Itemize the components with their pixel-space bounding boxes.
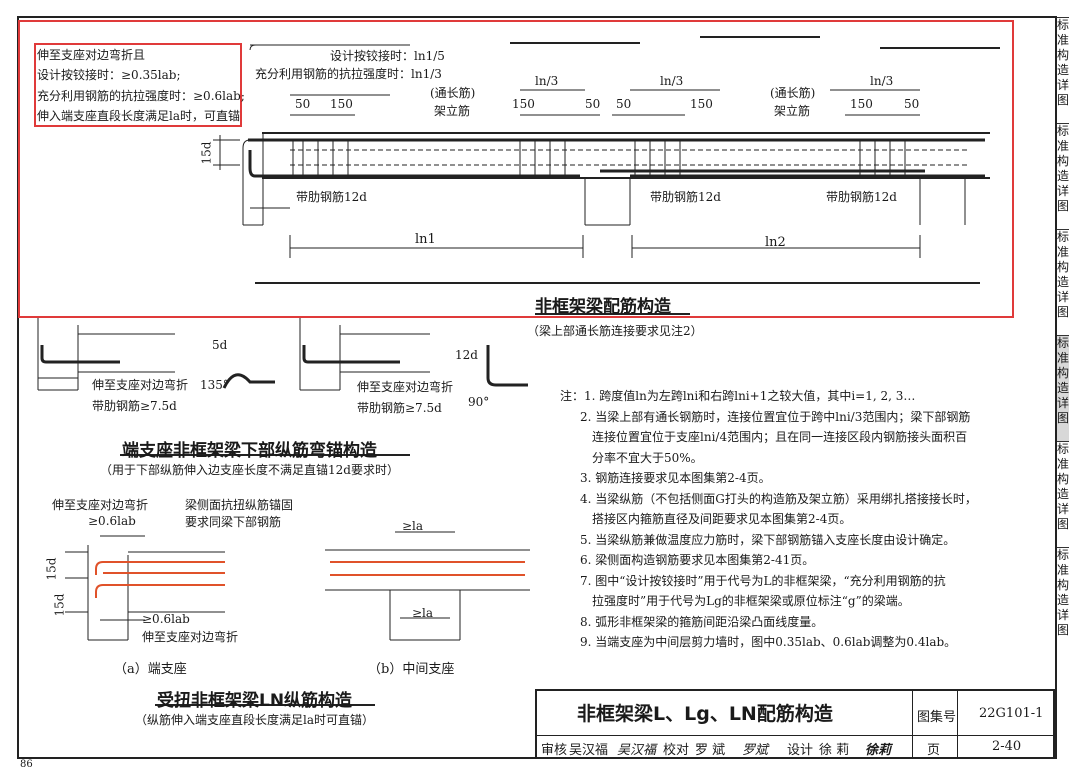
dim-150-a: 150 — [330, 97, 353, 111]
ribbed-bar-label-1: 带肋钢筋12d — [296, 190, 367, 204]
design-hinged-label: 设计按铰接时：ln1/5 — [330, 49, 445, 63]
note-line: 6. 梁侧面构造钢筋要求见本图集第2-41页。 — [580, 553, 815, 567]
review-label: 审核 — [541, 743, 568, 758]
dim-150-d: 150 — [850, 97, 873, 111]
note-line: 2. 当梁上部有通长钢筋时，连接位置宜位于跨中lni/3范围内；梁下部钢筋 — [580, 409, 971, 424]
end-left-note-2: 带肋钢筋≥7.5d — [92, 399, 177, 413]
end-90-label: 90° — [468, 395, 490, 409]
end-left-note-1: 伸至支座对边弯折 — [92, 378, 189, 392]
note-line: 9. 当端支座为中间层剪力墙时，图中0.35lab、0.6lab调整为0.4la… — [580, 635, 957, 649]
tb-divider-v1 — [912, 691, 913, 757]
ln3-label-3: ln/3 — [870, 74, 894, 88]
side-tabs: 标准构造详图 标准构造详图 标准构造详图 标准构造详图 标准构造详图 标准构造详… — [1057, 17, 1069, 657]
nonframe-beam-subtitle: （梁上部通长筋连接要求见注2） — [527, 324, 703, 338]
end-5d-label: 5d — [212, 338, 228, 352]
dim-150-b: 150 — [512, 97, 535, 111]
note-line: 搭接区内箍筋直径及间距要求见本图集第2-4页。 — [592, 512, 852, 526]
atlas-number: 22G101-1 — [979, 706, 1044, 721]
page-label: 页 — [927, 743, 941, 758]
torsion-b-label: （b）中间支座 — [368, 662, 455, 677]
torsion-la-top: ≥la — [402, 519, 424, 533]
ribbed-bar-label-3: 带肋钢筋12d — [826, 190, 897, 204]
end-support-subtitle: （用于下部纵筋伸入边支座长度不满足直锚12d要求时） — [100, 463, 399, 477]
note-line: 7. 图中“设计按铰接时”用于代号为L的非框架梁，“充分利用钢筋的抗 — [580, 573, 946, 588]
note-line: 8. 弧形非框架梁的箍筋间距沿梁凸面线度量。 — [580, 614, 824, 629]
note-line: 连接位置宜位于支座lni/4范围内；且在同一连接区段内钢筋接头面积百 — [592, 430, 968, 444]
note-line: 5. 当梁纵筋兼做温度应力筋时，梁下部钢筋锚入支座长度由设计确定。 — [580, 532, 956, 547]
dim-50-d: 50 — [904, 97, 920, 111]
anchor-note-box — [34, 43, 242, 127]
through-bar-label-1: (通长筋) — [430, 86, 476, 100]
end-135-label: 135° — [200, 378, 229, 392]
end-12d-label: 12d — [455, 348, 478, 362]
anchor-note-line-2: 设计按铰接时：≥0.35lab; — [37, 68, 181, 82]
torsion-la-bottom: ≥la — [412, 606, 434, 620]
frame-left — [17, 16, 19, 758]
reviewer-name: 吴汉福 — [569, 743, 609, 758]
anchor-note-line-3: 充分利用钢筋的抗拉强度时：≥0.6lab; — [37, 89, 245, 103]
through-bar-label-2: (通长筋) — [770, 86, 816, 100]
dim-50-a: 50 — [295, 97, 311, 111]
torsion-bottom-val: ≥0.6lab — [142, 612, 190, 626]
side-tab[interactable]: 标准构造详图 — [1057, 547, 1069, 655]
span-ln2-label: ln2 — [765, 235, 786, 250]
checker-name: 罗 斌 — [695, 743, 726, 758]
page-number: 2-40 — [992, 739, 1022, 754]
torsion-top-val: ≥0.6lab — [88, 514, 136, 528]
full-strength-label: 充分利用钢筋的抗拉强度时：ln1/3 — [255, 67, 442, 81]
ln3-label-2: ln/3 — [660, 74, 684, 88]
reviewer-signature: 吴汉福 — [617, 743, 657, 758]
torsion-title: 受扭非框架梁LN纵筋构造 — [157, 691, 353, 711]
torsion-15d-b: 15d — [52, 593, 67, 617]
ribbed-bar-label-2: 带肋钢筋12d — [650, 190, 721, 204]
torsion-side-note-1: 梁侧面抗扭纵筋锚固 — [185, 498, 294, 512]
check-label: 校对 — [663, 743, 690, 758]
side-tab[interactable]: 标准构造详图 — [1057, 441, 1069, 547]
anchor-note-line-4: 伸入端支座直段长度满足la时，可直锚 — [37, 109, 240, 123]
design-label: 设计 — [787, 743, 814, 758]
end-support-title: 端支座非框架梁下部纵筋弯锚构造 — [122, 441, 377, 461]
note-line: 3. 钢筋连接要求见本图集第2-4页。 — [580, 471, 771, 485]
torsion-top-note: 伸至支座对边弯折 — [52, 498, 149, 512]
corner-page-number: 86 — [20, 759, 33, 770]
checker-signature: 罗斌 — [742, 743, 769, 758]
dim-50-b: 50 — [585, 97, 601, 111]
notes-block: 注：1. 跨度值ln为左跨lni和右跨lni+1之较大值，其中i=1, 2, 3… — [560, 386, 1040, 653]
note-line: 4. 当梁纵筋（不包括侧面G打头的构造筋及架立筋）采用绑扎搭接接长时， — [580, 491, 977, 506]
side-tab[interactable]: 标准构造详图 — [1057, 123, 1069, 229]
side-tab[interactable]: 标准构造详图 — [1057, 229, 1069, 335]
erection-bar-label-2: 架立筋 — [774, 104, 811, 118]
designer-signature: 徐莉 — [865, 743, 892, 758]
note-line: 拉强度时”用于代号为Lg的非框架梁或原位标注“g”的梁端。 — [592, 594, 910, 608]
frame-right — [1055, 16, 1057, 758]
torsion-a-label: （a）端支座 — [114, 662, 187, 677]
side-tab-active[interactable]: 标准构造详图 — [1057, 335, 1069, 441]
note-line: 注：1. 跨度值ln为左跨lni和右跨lni+1之较大值，其中i=1, 2, 3… — [560, 389, 916, 403]
nonframe-beam-title: 非框架梁配筋构造 — [535, 297, 671, 317]
note-line: 分率不宜大于50%。 — [592, 450, 703, 465]
torsion-15d-a: 15d — [44, 557, 59, 581]
tb-divider-v2 — [957, 691, 958, 757]
hook-15d-label: 15d — [199, 141, 214, 165]
anchor-note-line-1: 伸至支座对边弯折且 — [37, 48, 146, 62]
dim-50-c: 50 — [616, 97, 632, 111]
designer-name: 徐 莉 — [819, 743, 850, 758]
torsion-subtitle: （纵筋伸入端支座直段长度满足la时可直锚） — [135, 713, 374, 727]
span-ln1-label: ln1 — [415, 232, 436, 247]
torsion-bottom-note: 伸至支座对边弯折 — [142, 630, 239, 644]
end-right-note-2: 带肋钢筋≥7.5d — [357, 401, 442, 415]
end-right-note-1: 伸至支座对边弯折 — [357, 380, 454, 394]
side-tab[interactable]: 标准构造详图 — [1057, 17, 1069, 123]
frame-top — [17, 16, 1057, 18]
tb-divider-h — [537, 735, 1053, 736]
drawing-title: 非框架梁L、Lg、LN配筋构造 — [577, 703, 833, 725]
dim-150-c: 150 — [690, 97, 713, 111]
atlas-label: 图集号 — [917, 710, 957, 725]
erection-bar-label-1: 架立筋 — [434, 104, 471, 118]
ln3-label-1: ln/3 — [535, 74, 559, 88]
title-block: 非框架梁L、Lg、LN配筋构造 图集号 22G101-1 审核 吴汉福 吴汉福 … — [535, 689, 1055, 759]
torsion-side-note-2: 要求同梁下部钢筋 — [185, 515, 282, 529]
highlight-box — [18, 20, 1014, 318]
